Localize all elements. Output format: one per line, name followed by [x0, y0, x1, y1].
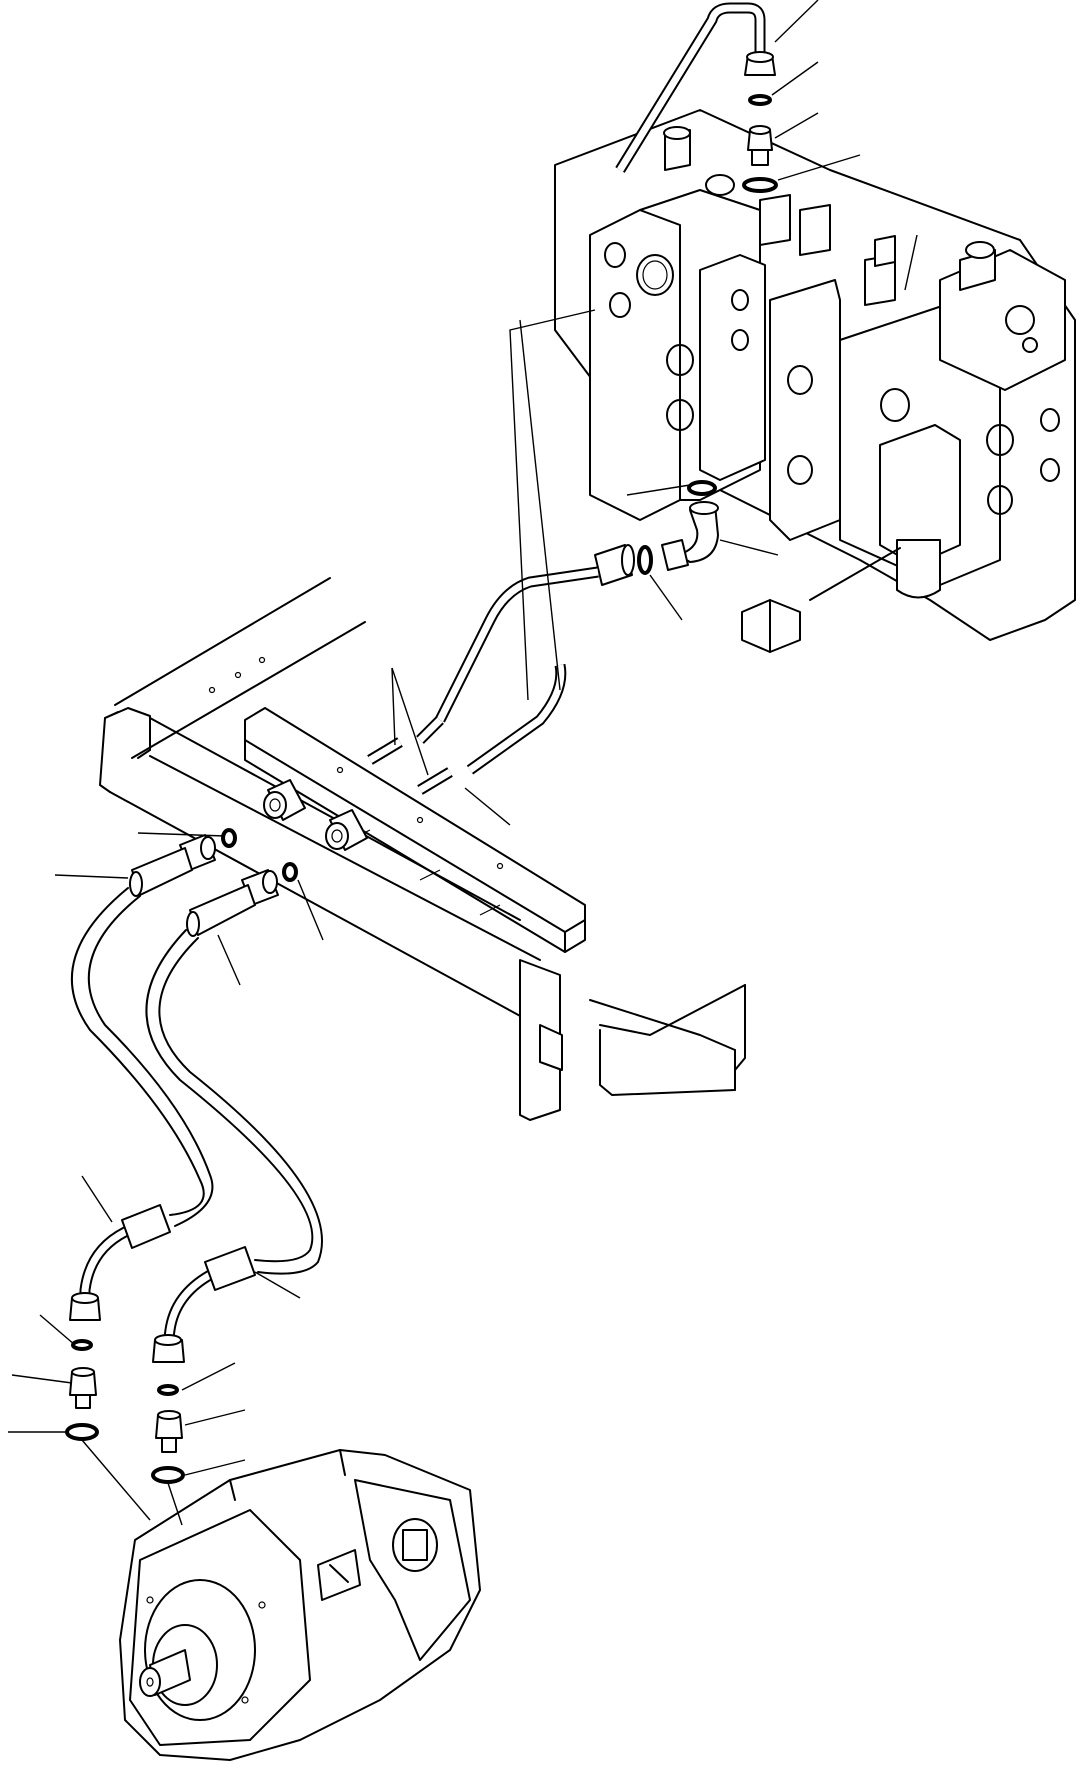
- bulkhead-connector-lower: [325, 809, 368, 851]
- valve-elbow-fitting: [661, 480, 719, 571]
- control-valve: [554, 109, 1076, 653]
- bulkhead-connector-upper: [263, 779, 306, 821]
- pump-elbow-right: [152, 1246, 256, 1363]
- fitting-left-lower: [186, 862, 298, 937]
- hydraulic-pump: [119, 1449, 481, 1761]
- flex-hose-right: [145, 929, 323, 1275]
- cross-member: [244, 707, 586, 953]
- chassis-frame: [99, 577, 746, 1121]
- fitting-left-upper: [129, 828, 237, 897]
- valve-hose-assembly: [416, 544, 653, 775]
- rigid-pipe-top: [615, 2, 776, 173]
- pump-fitting-stack-right: [151, 1384, 185, 1484]
- flex-hose-left: [70, 887, 214, 1227]
- pump-elbow-left: [69, 1204, 171, 1321]
- pipe-stub-lower: [417, 767, 453, 795]
- top-fitting-stack: [742, 94, 778, 193]
- pump-fitting-stack-left: [65, 1339, 99, 1441]
- leader-lines: [8, 0, 918, 1526]
